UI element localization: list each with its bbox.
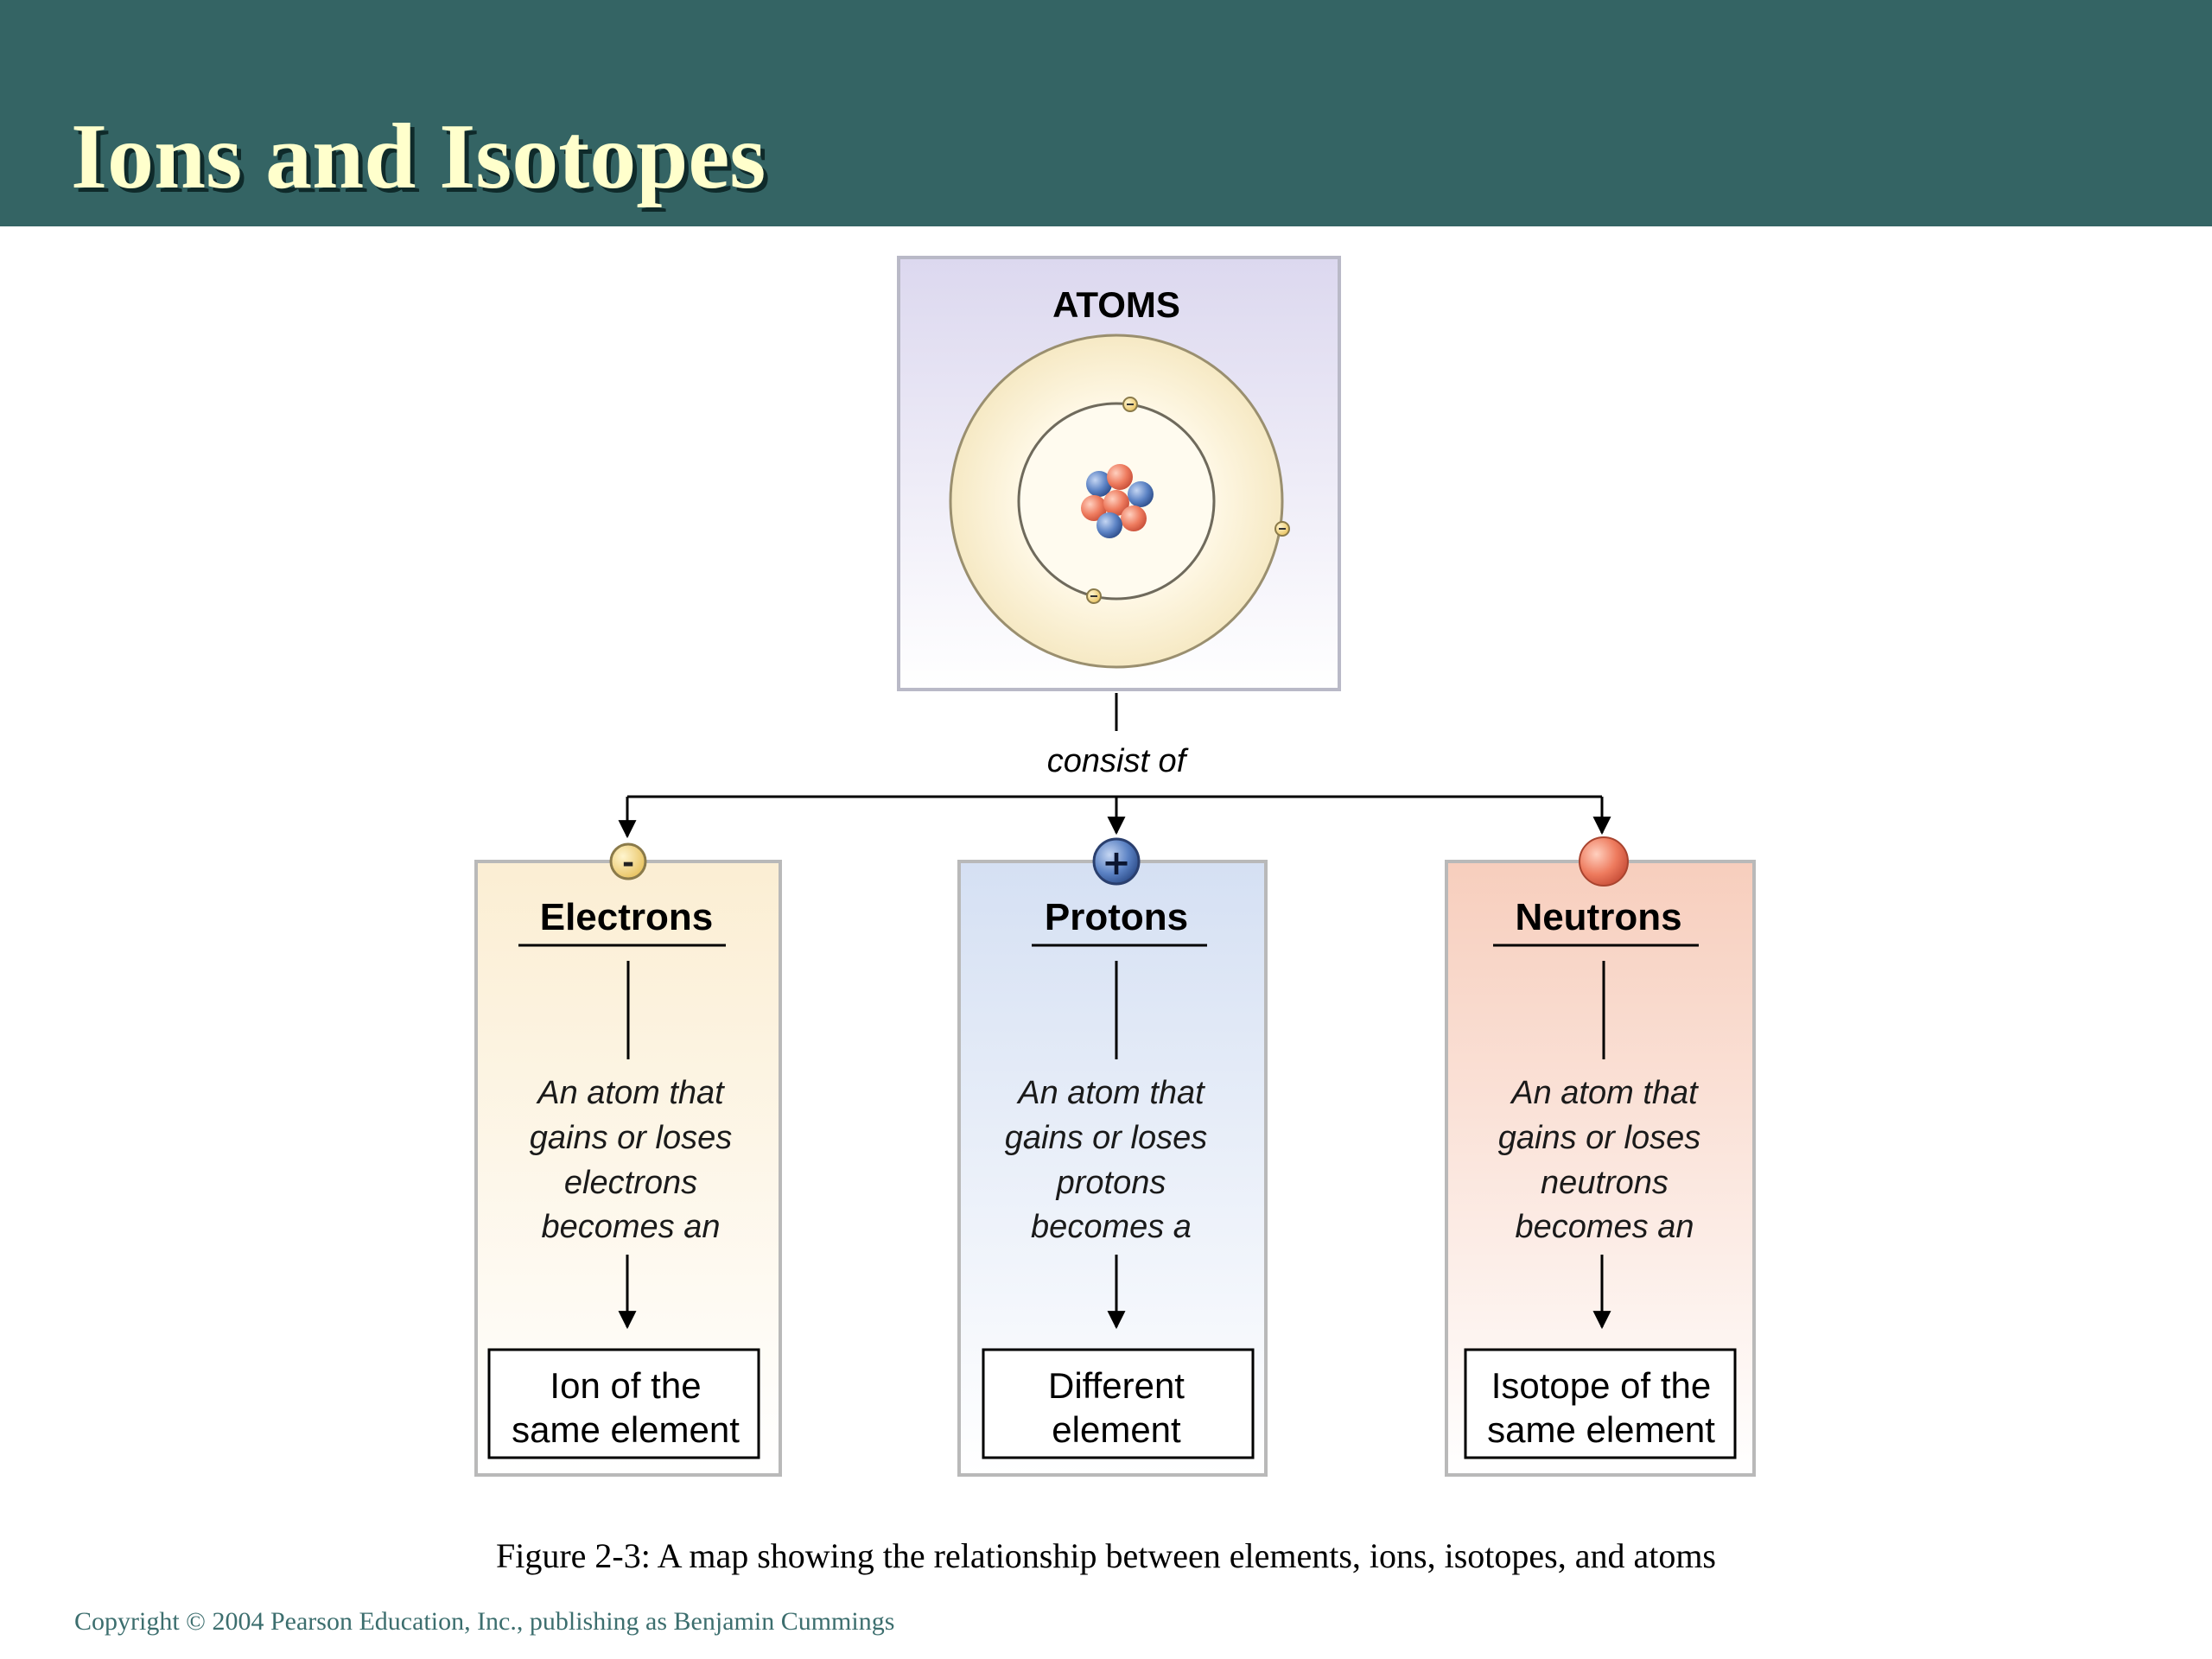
protons-description-line: An atom that [1016, 1075, 1205, 1111]
electrons-title: Electrons [540, 896, 714, 938]
neutrons-result-line: same element [1487, 1409, 1715, 1450]
connector-lines: consist of [618, 693, 1611, 839]
protons-result-line: Different [1048, 1365, 1185, 1406]
neutron-icon [1579, 836, 1629, 887]
electrons-description-line: An atom that [536, 1075, 725, 1111]
protons-result-box [982, 1348, 1255, 1459]
consist-of-label: consist of [1047, 743, 1189, 779]
atoms-label: ATOMS [1052, 284, 1180, 325]
protons-result-line: element [1052, 1409, 1181, 1450]
figure-caption: Figure 2-3: A map showing the relationsh… [495, 1536, 1716, 1575]
copyright-notice: Copyright © 2004 Pearson Education, Inc.… [74, 1607, 895, 1636]
neutrons-description-line: An atom that [1510, 1075, 1699, 1111]
proton-particle [1081, 495, 1107, 521]
atom-illustration [949, 334, 1290, 669]
electrons-branch: - Electrons An atom that gains or loses … [474, 842, 782, 1477]
orbiting-electron [1122, 397, 1138, 412]
neutron-particle [1128, 481, 1154, 507]
protons-title: Protons [1045, 896, 1188, 938]
orbiting-electron [1086, 588, 1102, 604]
protons-description-line: becomes a [1031, 1209, 1192, 1245]
protons-description-line: gains or loses [1005, 1120, 1207, 1156]
proton-particle [1107, 464, 1133, 490]
neutron-particle [1086, 471, 1112, 497]
proton-icon: + [1092, 837, 1141, 886]
svg-text:+: + [1102, 843, 1131, 883]
electrons-result-line: Ion of the [550, 1365, 701, 1406]
header-band [0, 0, 2212, 226]
orbiting-electron [1274, 521, 1290, 537]
electrons-description-line: electrons [564, 1165, 697, 1201]
neutrons-result-line: Isotope of the [1491, 1365, 1712, 1406]
neutrons-branch: Neutrons An atom that gains or loses neu… [1445, 836, 1756, 1477]
atoms-node: ATOMS [897, 256, 1341, 691]
concept-map: ATOMS [474, 256, 1756, 1477]
svg-text:-: - [622, 846, 634, 880]
neutrons-title: Neutrons [1515, 896, 1681, 938]
electrons-result-box [487, 1348, 760, 1459]
electrons-description-line: gains or loses [530, 1120, 732, 1156]
neutron-particle [1096, 512, 1122, 538]
protons-branch: + Protons An atom that gains or loses pr… [957, 837, 1268, 1477]
neutrons-description-line: gains or loses [1498, 1120, 1700, 1156]
slide-title: Ions and Isotopes [71, 105, 766, 208]
neutrons-result-box [1464, 1348, 1737, 1459]
nucleus [1081, 464, 1154, 538]
electrons-description-line: becomes an [541, 1209, 720, 1245]
proton-particle [1121, 505, 1147, 531]
proton-particle [1103, 490, 1129, 516]
protons-description-line: protons [1056, 1165, 1166, 1201]
electrons-result-line: same element [512, 1409, 740, 1450]
neutrons-description-line: becomes an [1515, 1209, 1694, 1245]
neutrons-description-line: neutrons [1541, 1165, 1669, 1201]
electron-icon: - [609, 842, 647, 880]
